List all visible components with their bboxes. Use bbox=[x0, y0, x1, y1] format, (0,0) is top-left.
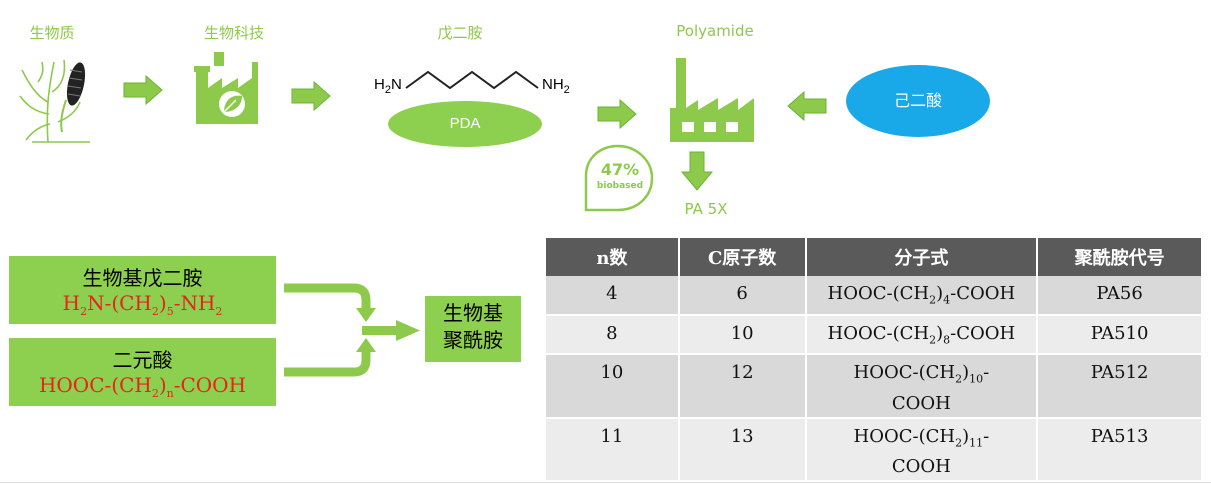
merge-arrows-icon bbox=[284, 283, 420, 377]
table-row: 11 13 HOOC-(CH2)11-COOH PA513 bbox=[546, 417, 1203, 483]
table-row: 4 6 HOOC-(CH2)4-COOH PA56 bbox=[546, 276, 1203, 316]
badge-percent: 47% bbox=[600, 160, 640, 179]
badge-label: biobased bbox=[596, 181, 644, 191]
diacid-formula: HOOC-(CH2)n-COOH bbox=[38, 373, 247, 400]
arrow-right-icon bbox=[123, 74, 163, 106]
bio-polyamide-box: 生物基 聚酰胺 bbox=[425, 296, 521, 362]
cell-n: 10 bbox=[546, 354, 680, 419]
cell-code: PA512 bbox=[1037, 354, 1203, 419]
cell-c: 13 bbox=[678, 417, 807, 483]
arrow-down-icon bbox=[680, 151, 714, 191]
cell-formula: HOOC-(CH2)4-COOH bbox=[805, 276, 1039, 316]
bio-pda-box: 生物基戊二胺 H2N-(CH2)5-NH2 bbox=[9, 256, 276, 324]
arrow-right-icon bbox=[597, 98, 637, 130]
cell-code: PA510 bbox=[1037, 314, 1203, 356]
biobased-badge-icon bbox=[584, 144, 654, 212]
bio-polyamide-line1: 生物基 bbox=[443, 301, 503, 325]
table-row: 10 12 HOOC-(CH2)10-COOH PA512 bbox=[546, 354, 1203, 419]
arrow-left-icon bbox=[787, 90, 827, 122]
bio-pda-title: 生物基戊二胺 bbox=[82, 266, 203, 290]
label-biotech: 生物科技 bbox=[203, 24, 264, 42]
label-biomass: 生物质 bbox=[29, 24, 75, 42]
factory-icon bbox=[670, 58, 754, 142]
cell-c: 6 bbox=[678, 276, 807, 316]
bio-pda-formula: H2N-(CH2)5-NH2 bbox=[62, 291, 223, 318]
pda-ellipse: PDA bbox=[388, 101, 542, 147]
label-polyamide: Polyamide bbox=[676, 22, 754, 40]
diacid-title: 二元酸 bbox=[112, 348, 173, 372]
adipic-acid-ellipse: 己二酸 bbox=[846, 65, 990, 137]
bio-factory-icon bbox=[194, 52, 258, 124]
bottom-divider bbox=[0, 482, 1211, 483]
cell-c: 10 bbox=[678, 314, 807, 356]
label-pda: 戊二胺 bbox=[437, 24, 483, 42]
cell-formula: HOOC-(CH2)10-COOH bbox=[805, 354, 1039, 419]
diacid-box: 二元酸 HOOC-(CH2)n-COOH bbox=[9, 338, 276, 406]
table-header-row: n数 C原子数 分子式 聚酰胺代号 bbox=[546, 238, 1203, 276]
header-c-atoms: C原子数 bbox=[678, 238, 807, 276]
corn-plant-icon bbox=[19, 59, 90, 143]
cell-code: PA56 bbox=[1037, 276, 1203, 316]
polyamide-table: n数 C原子数 分子式 聚酰胺代号 4 6 HOOC-(CH2)4-COOH P… bbox=[546, 238, 1203, 483]
pda-left-amine: H2N bbox=[374, 76, 402, 96]
header-formula: 分子式 bbox=[805, 238, 1039, 276]
cell-code: PA513 bbox=[1037, 417, 1203, 483]
table-row: 8 10 HOOC-(CH2)8-COOH PA510 bbox=[546, 314, 1203, 356]
output-label: PA 5X bbox=[684, 200, 728, 218]
pda-chain-icon bbox=[405, 70, 539, 90]
header-code: 聚酰胺代号 bbox=[1037, 238, 1203, 276]
bio-polyamide-line2: 聚酰胺 bbox=[443, 328, 503, 352]
cell-n: 4 bbox=[546, 276, 680, 316]
cell-formula: HOOC-(CH2)11-COOH bbox=[805, 417, 1039, 483]
cell-formula: HOOC-(CH2)8-COOH bbox=[805, 314, 1039, 356]
pda-right-amine: NH2 bbox=[542, 76, 570, 96]
arrow-right-icon bbox=[291, 80, 331, 112]
cell-n: 11 bbox=[546, 417, 680, 483]
header-n: n数 bbox=[546, 238, 680, 276]
cell-n: 8 bbox=[546, 314, 680, 356]
cell-c: 12 bbox=[678, 354, 807, 419]
